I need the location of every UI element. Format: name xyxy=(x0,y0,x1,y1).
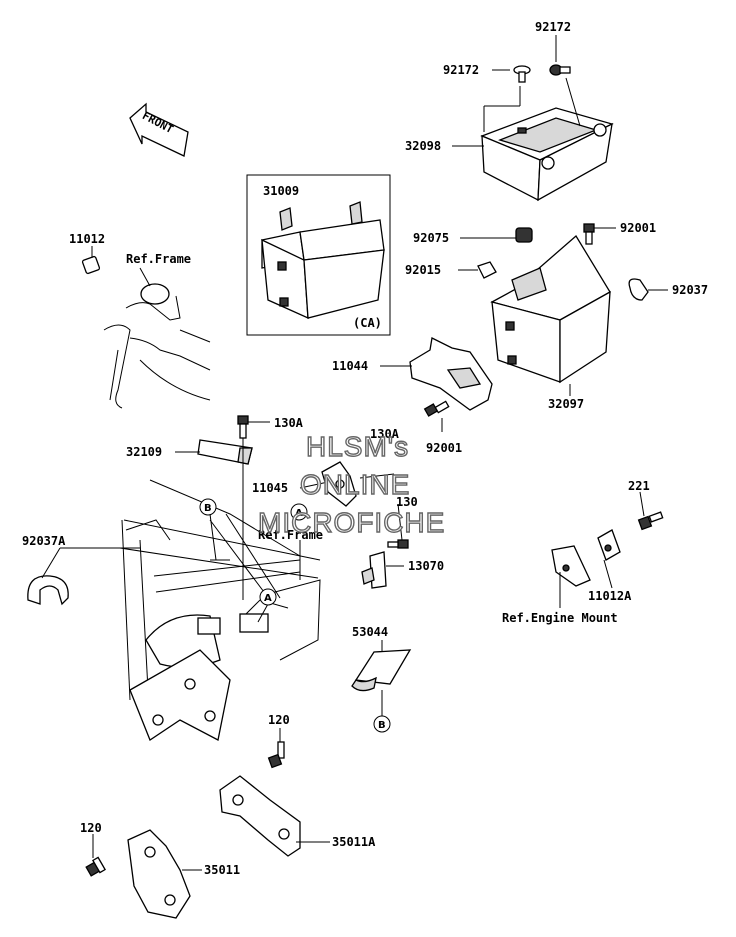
bracket-35011 xyxy=(127,829,191,919)
label-92172-left: 92172 xyxy=(443,63,479,77)
label-32109: 32109 xyxy=(126,445,162,459)
guard-53044 xyxy=(351,649,412,692)
label-ref-frame-1: Ref.Frame xyxy=(126,252,191,266)
leader-lines xyxy=(41,35,668,871)
label-53044: 53044 xyxy=(352,625,388,639)
label-120-lower: 120 xyxy=(80,821,102,835)
marker-a-2-text: A xyxy=(264,593,272,604)
label-92001-lower: 92001 xyxy=(426,441,462,455)
label-92037: 92037 xyxy=(672,283,708,297)
collar-11012 xyxy=(81,255,101,275)
clamp-92037 xyxy=(628,278,649,301)
watermark-line-2: ONLINE xyxy=(300,469,410,500)
marker-a-1: A xyxy=(290,503,308,521)
label-31009: 31009 xyxy=(263,184,299,198)
bracket-11045 xyxy=(321,461,357,507)
label-11012A: 11012A xyxy=(588,589,632,603)
label-32097: 32097 xyxy=(548,397,584,411)
label-11044: 11044 xyxy=(332,359,368,373)
label-92075: 92075 xyxy=(413,231,449,245)
bolt-130 xyxy=(387,539,409,549)
main-frame-sketch xyxy=(119,479,321,741)
bracket-35011A xyxy=(219,775,301,857)
watermark: HLSM's ONLINE MICROFICHE xyxy=(257,430,445,538)
bolt-120-middle xyxy=(267,741,285,769)
label-13070: 13070 xyxy=(408,559,444,573)
marker-b-1-text: B xyxy=(204,503,212,514)
bracket-11044 xyxy=(409,337,493,411)
marker-a-2: A xyxy=(259,588,277,606)
label-35011: 35011 xyxy=(204,863,240,877)
label-221: 221 xyxy=(628,479,650,493)
bolt-130A-upper xyxy=(237,415,249,439)
part-labels: 92172 92172 32098 31009 92075 92001 9201… xyxy=(22,20,708,877)
label-92015: 92015 xyxy=(405,263,441,277)
clip-nut-92015 xyxy=(477,261,497,279)
label-130: 130 xyxy=(396,495,418,509)
marker-b-2-text: B xyxy=(378,720,386,731)
watermark-line-3: MICROFICHE xyxy=(258,507,445,538)
battery-cover xyxy=(480,107,614,202)
clamp-92037A xyxy=(27,575,69,606)
battery-case-main xyxy=(490,235,611,384)
label-35011A: 35011A xyxy=(332,835,376,849)
label-92172-top: 92172 xyxy=(535,20,571,34)
grommet-92075 xyxy=(515,227,533,243)
frame-head-sketch xyxy=(103,283,211,409)
marker-b-2: B xyxy=(373,715,391,733)
clip-13070 xyxy=(361,551,387,589)
label-92037A: 92037A xyxy=(22,534,66,548)
cover-32109 xyxy=(197,439,253,465)
label-11045: 11045 xyxy=(252,481,288,495)
label-120-middle: 120 xyxy=(268,713,290,727)
ca-label: (CA) xyxy=(353,316,382,330)
label-92001-upper: 92001 xyxy=(620,221,656,235)
label-ref-frame-2: Ref.Frame xyxy=(258,528,323,542)
bolt-92001-lower xyxy=(423,400,450,417)
ca-frame xyxy=(246,174,391,336)
marker-a-1-text: A xyxy=(295,508,303,519)
bolt-92001-upper xyxy=(583,223,595,245)
bolt-221 xyxy=(637,511,664,531)
bolt-120-lower xyxy=(85,856,106,877)
label-11012: 11012 xyxy=(69,232,105,246)
engine-mount-11012A xyxy=(551,529,621,587)
screw-92172-left xyxy=(513,65,531,83)
battery-case-ca xyxy=(261,201,385,320)
label-130A-upper: 130A xyxy=(274,416,304,430)
label-32098: 32098 xyxy=(405,139,441,153)
label-130A-lower: 130A xyxy=(370,427,400,441)
washer-92172-top xyxy=(549,64,571,76)
watermark-line-1: HLSM's xyxy=(306,431,409,462)
front-arrow-icon: FRONT xyxy=(129,102,189,157)
label-ref-engine-mount: Ref.Engine Mount xyxy=(502,611,618,625)
marker-b-1: B xyxy=(199,498,217,516)
